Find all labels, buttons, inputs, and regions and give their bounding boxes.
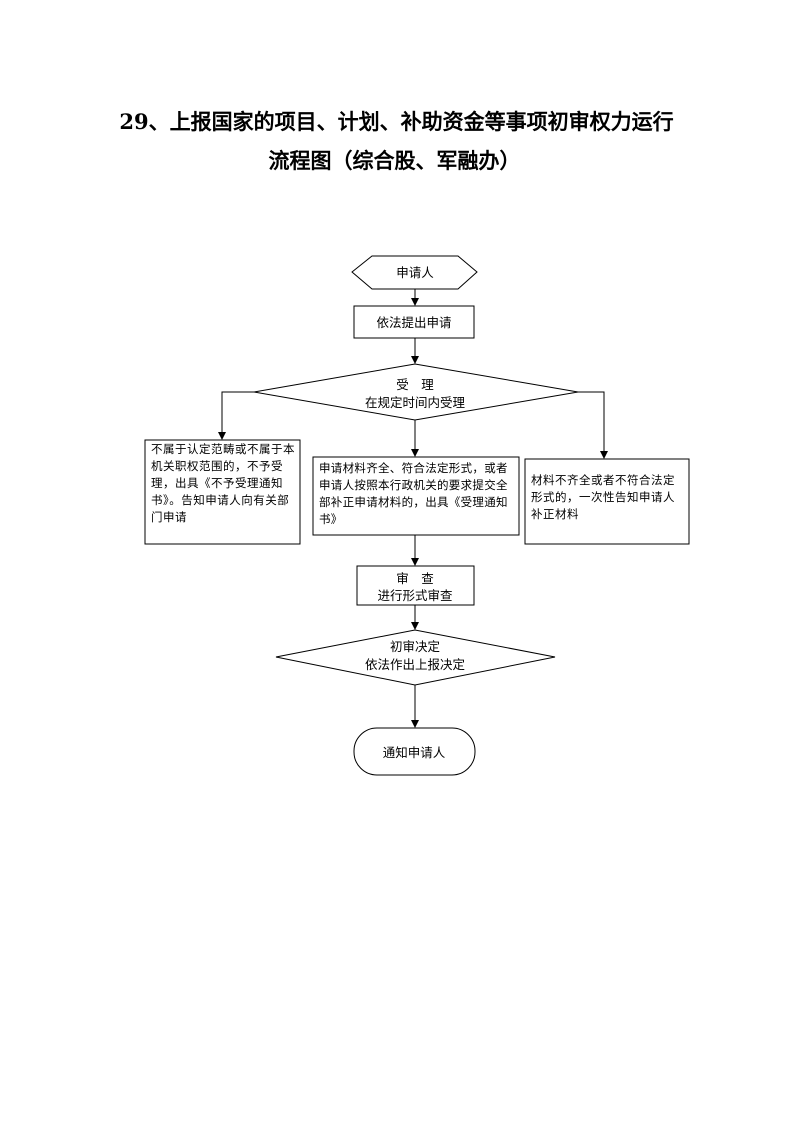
decision-diamond: [275, 629, 556, 686]
start-node-shape: [351, 255, 478, 290]
arrow-accept-reject: [218, 391, 254, 440]
incomplete-text: 材料不齐全或者不符合法定形式的，一次性告知申请人补正材料: [531, 473, 675, 521]
end-node-label: 通知申请人: [383, 745, 446, 760]
page-title-line1: 29、上报国家的项目、计划、补助资金等事项初审权力运行: [119, 109, 674, 134]
reject-text: 不属于认定范畴或不属于本机关职权范围的，不予受理，出具《不予受理通知书》。告知申…: [151, 442, 295, 524]
submit-label: 依法提出申请: [376, 315, 451, 330]
start-node-label: 申请人: [396, 265, 434, 280]
accept-label-1: 受 理: [396, 377, 434, 392]
review-label-1: 审 查: [396, 571, 434, 586]
review-label-2: 进行形式审查: [377, 588, 453, 603]
decision-label-2: 依法作出上报决定: [365, 657, 465, 672]
accept-diamond: [253, 363, 579, 421]
complete-box: [312, 456, 520, 536]
complete-text: 申请材料齐全、符合法定形式，或者申请人按照本行政机关的要求提交全部补正申请材料的…: [319, 461, 508, 526]
decision-label-1: 初审决定: [390, 639, 440, 654]
end-node-shape: [353, 727, 476, 776]
accept-label-2: 在规定时间内受理: [365, 395, 466, 410]
submit-box: [353, 305, 475, 339]
arrow-accept-incomplete: [578, 391, 608, 459]
review-box: [356, 565, 475, 606]
reject-box: [144, 439, 301, 545]
incomplete-box: [524, 458, 690, 545]
page-title-line2: 流程图（综合股、军融办）: [268, 148, 521, 173]
